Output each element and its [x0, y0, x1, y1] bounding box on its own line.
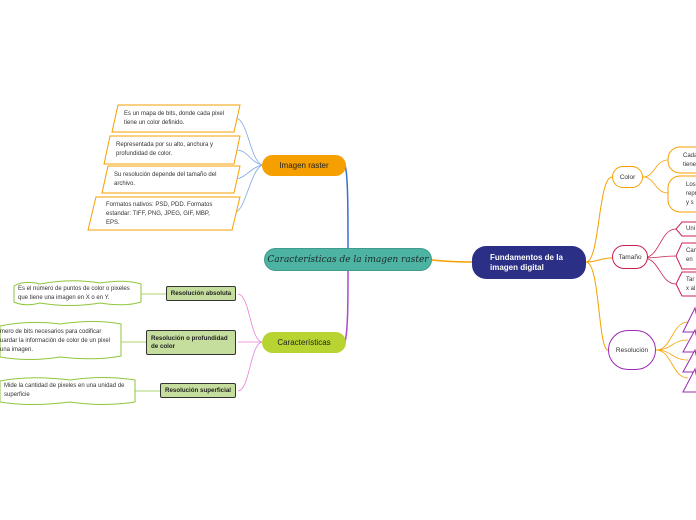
central-topic-label: Características de la imagen raster [267, 254, 429, 265]
topic-fundamentos[interactable]: Fundamentos de la imagen digital [472, 246, 586, 279]
subtopic-resolucion[interactable]: Resolución [608, 330, 656, 370]
connector-fund-color [585, 176, 613, 263]
note-representada-text: Representada por su alto, anchura y prof… [116, 142, 214, 157]
color-note-2[interactable]: Los repr y s [686, 178, 696, 210]
note-su-resolucion-text: Su resolución depende del tamaño del arc… [114, 172, 217, 187]
topic-imagen-raster[interactable]: Imagen raster [262, 155, 346, 176]
note-shape-2 [103, 135, 241, 165]
note-res-absoluta-text: Es el número de puntos de color o pixele… [18, 286, 130, 301]
subtopic-color[interactable]: Color [612, 166, 643, 188]
subtopic-tamano-label: Tamaño [618, 253, 642, 261]
central-topic[interactable]: Características de la imagen raster [264, 248, 432, 271]
note-res-superficial-text: Mide la cantidad de pixeles en una unida… [4, 383, 125, 398]
connector-color-n1 [642, 159, 669, 178]
res-triangle-4 [682, 367, 696, 393]
note-shape-1 [111, 104, 241, 133]
connector-central-imagen-raster [344, 164, 349, 249]
item-resolucion-superficial[interactable]: Resolución superficial [160, 383, 236, 398]
color-note-shape-1 [667, 146, 696, 174]
connector-fund-resolucion [585, 261, 609, 351]
note-res-profundidad[interactable]: mero de bits necesarios para codificar u… [0, 327, 118, 355]
subtopic-color-label: Color [619, 173, 636, 181]
res-triangle-2 [682, 328, 696, 353]
item-resolucion-profundidad[interactable]: Resolución o profundidad de color [146, 330, 236, 355]
res-triangle-3 [682, 348, 696, 373]
note-shape-4 [87, 196, 241, 231]
tamano-note-3-text: Tar x al [686, 277, 696, 292]
connector-note-4 [235, 164, 263, 213]
note-representada[interactable]: Representada por su alto, anchura y prof… [116, 139, 228, 161]
tamano-note-shape-2 [675, 242, 696, 270]
connector-res-superficial [237, 341, 263, 392]
tamano-note-shape-1 [675, 221, 696, 237]
connector-res-t2 [655, 339, 689, 351]
note-shape-profundidad [0, 321, 122, 360]
tamano-note-2-text: Can en [686, 248, 696, 263]
note-formatos-text: Formatos nativos: PSD, PDD. Formatos est… [106, 201, 213, 226]
color-note-1[interactable]: Cada tiene [683, 150, 696, 172]
tamano-note-1[interactable]: Uni [686, 224, 696, 234]
item-resolucion-absoluta[interactable]: Resolución absoluta [166, 286, 236, 301]
tamano-note-3[interactable]: Tar x al [686, 275, 696, 295]
connector-central-caracteristicas [344, 269, 349, 343]
res-triangle-1 [682, 306, 696, 333]
item-resolucion-absoluta-label: Resolución absoluta [170, 289, 232, 297]
connector-color-n2 [642, 176, 669, 194]
note-formatos[interactable]: Formatos nativos: PSD, PDD. Formatos est… [106, 199, 224, 229]
topic-caracteristicas-label: Características [277, 337, 331, 347]
item-resolucion-profundidad-label: Resolución o profundidad de color [151, 334, 228, 350]
connector-tamano-n1 [642, 228, 677, 259]
note-res-profundidad-text: mero de bits necesarios para codificar u… [0, 328, 111, 353]
connector-central-fundamentos [431, 259, 473, 263]
note-mapa-bits[interactable]: Es un mapa de bits, donde cada pixel tie… [124, 108, 228, 130]
note-shape-absoluta [13, 280, 142, 306]
color-note-2-text: Los repr y s [686, 181, 696, 206]
note-shape-superficial [0, 377, 136, 405]
tamano-note-1-text: Uni [686, 225, 696, 232]
color-note-shape-2 [667, 175, 696, 213]
note-su-resolucion[interactable]: Su resolución depende del tamaño del arc… [114, 169, 228, 191]
connector-res-absoluta [237, 293, 263, 343]
tamano-note-shape-3 [675, 271, 696, 297]
connector-res-t1 [655, 321, 689, 351]
color-note-1-text: Cada tiene [683, 153, 696, 168]
note-res-superficial[interactable]: Mide la cantidad de pixeles en una unida… [4, 382, 132, 400]
subtopic-tamano[interactable]: Tamaño [612, 245, 648, 269]
connector-note-3 [235, 164, 263, 180]
connector-note-1 [235, 117, 263, 166]
tamano-note-2[interactable]: Can en [686, 246, 696, 266]
note-mapa-bits-text: Es un mapa de bits, donde cada pixel tie… [124, 111, 225, 126]
connector-fund-tamano [585, 257, 613, 263]
note-shape-3 [101, 165, 241, 194]
connector-note-2 [235, 149, 263, 166]
note-res-absoluta[interactable]: Es el número de puntos de color o pixele… [18, 285, 138, 303]
topic-caracteristicas[interactable]: Características [262, 332, 346, 353]
subtopic-resolucion-label: Resolución [615, 346, 649, 354]
item-resolucion-superficial-label: Resolución superficial [164, 386, 232, 394]
topic-imagen-raster-label: Imagen raster [279, 160, 329, 170]
connector-res-t4 [655, 349, 689, 379]
connector-tamano-n3 [642, 257, 677, 285]
topic-fundamentos-label: Fundamentos de la imagen digital [490, 252, 563, 272]
